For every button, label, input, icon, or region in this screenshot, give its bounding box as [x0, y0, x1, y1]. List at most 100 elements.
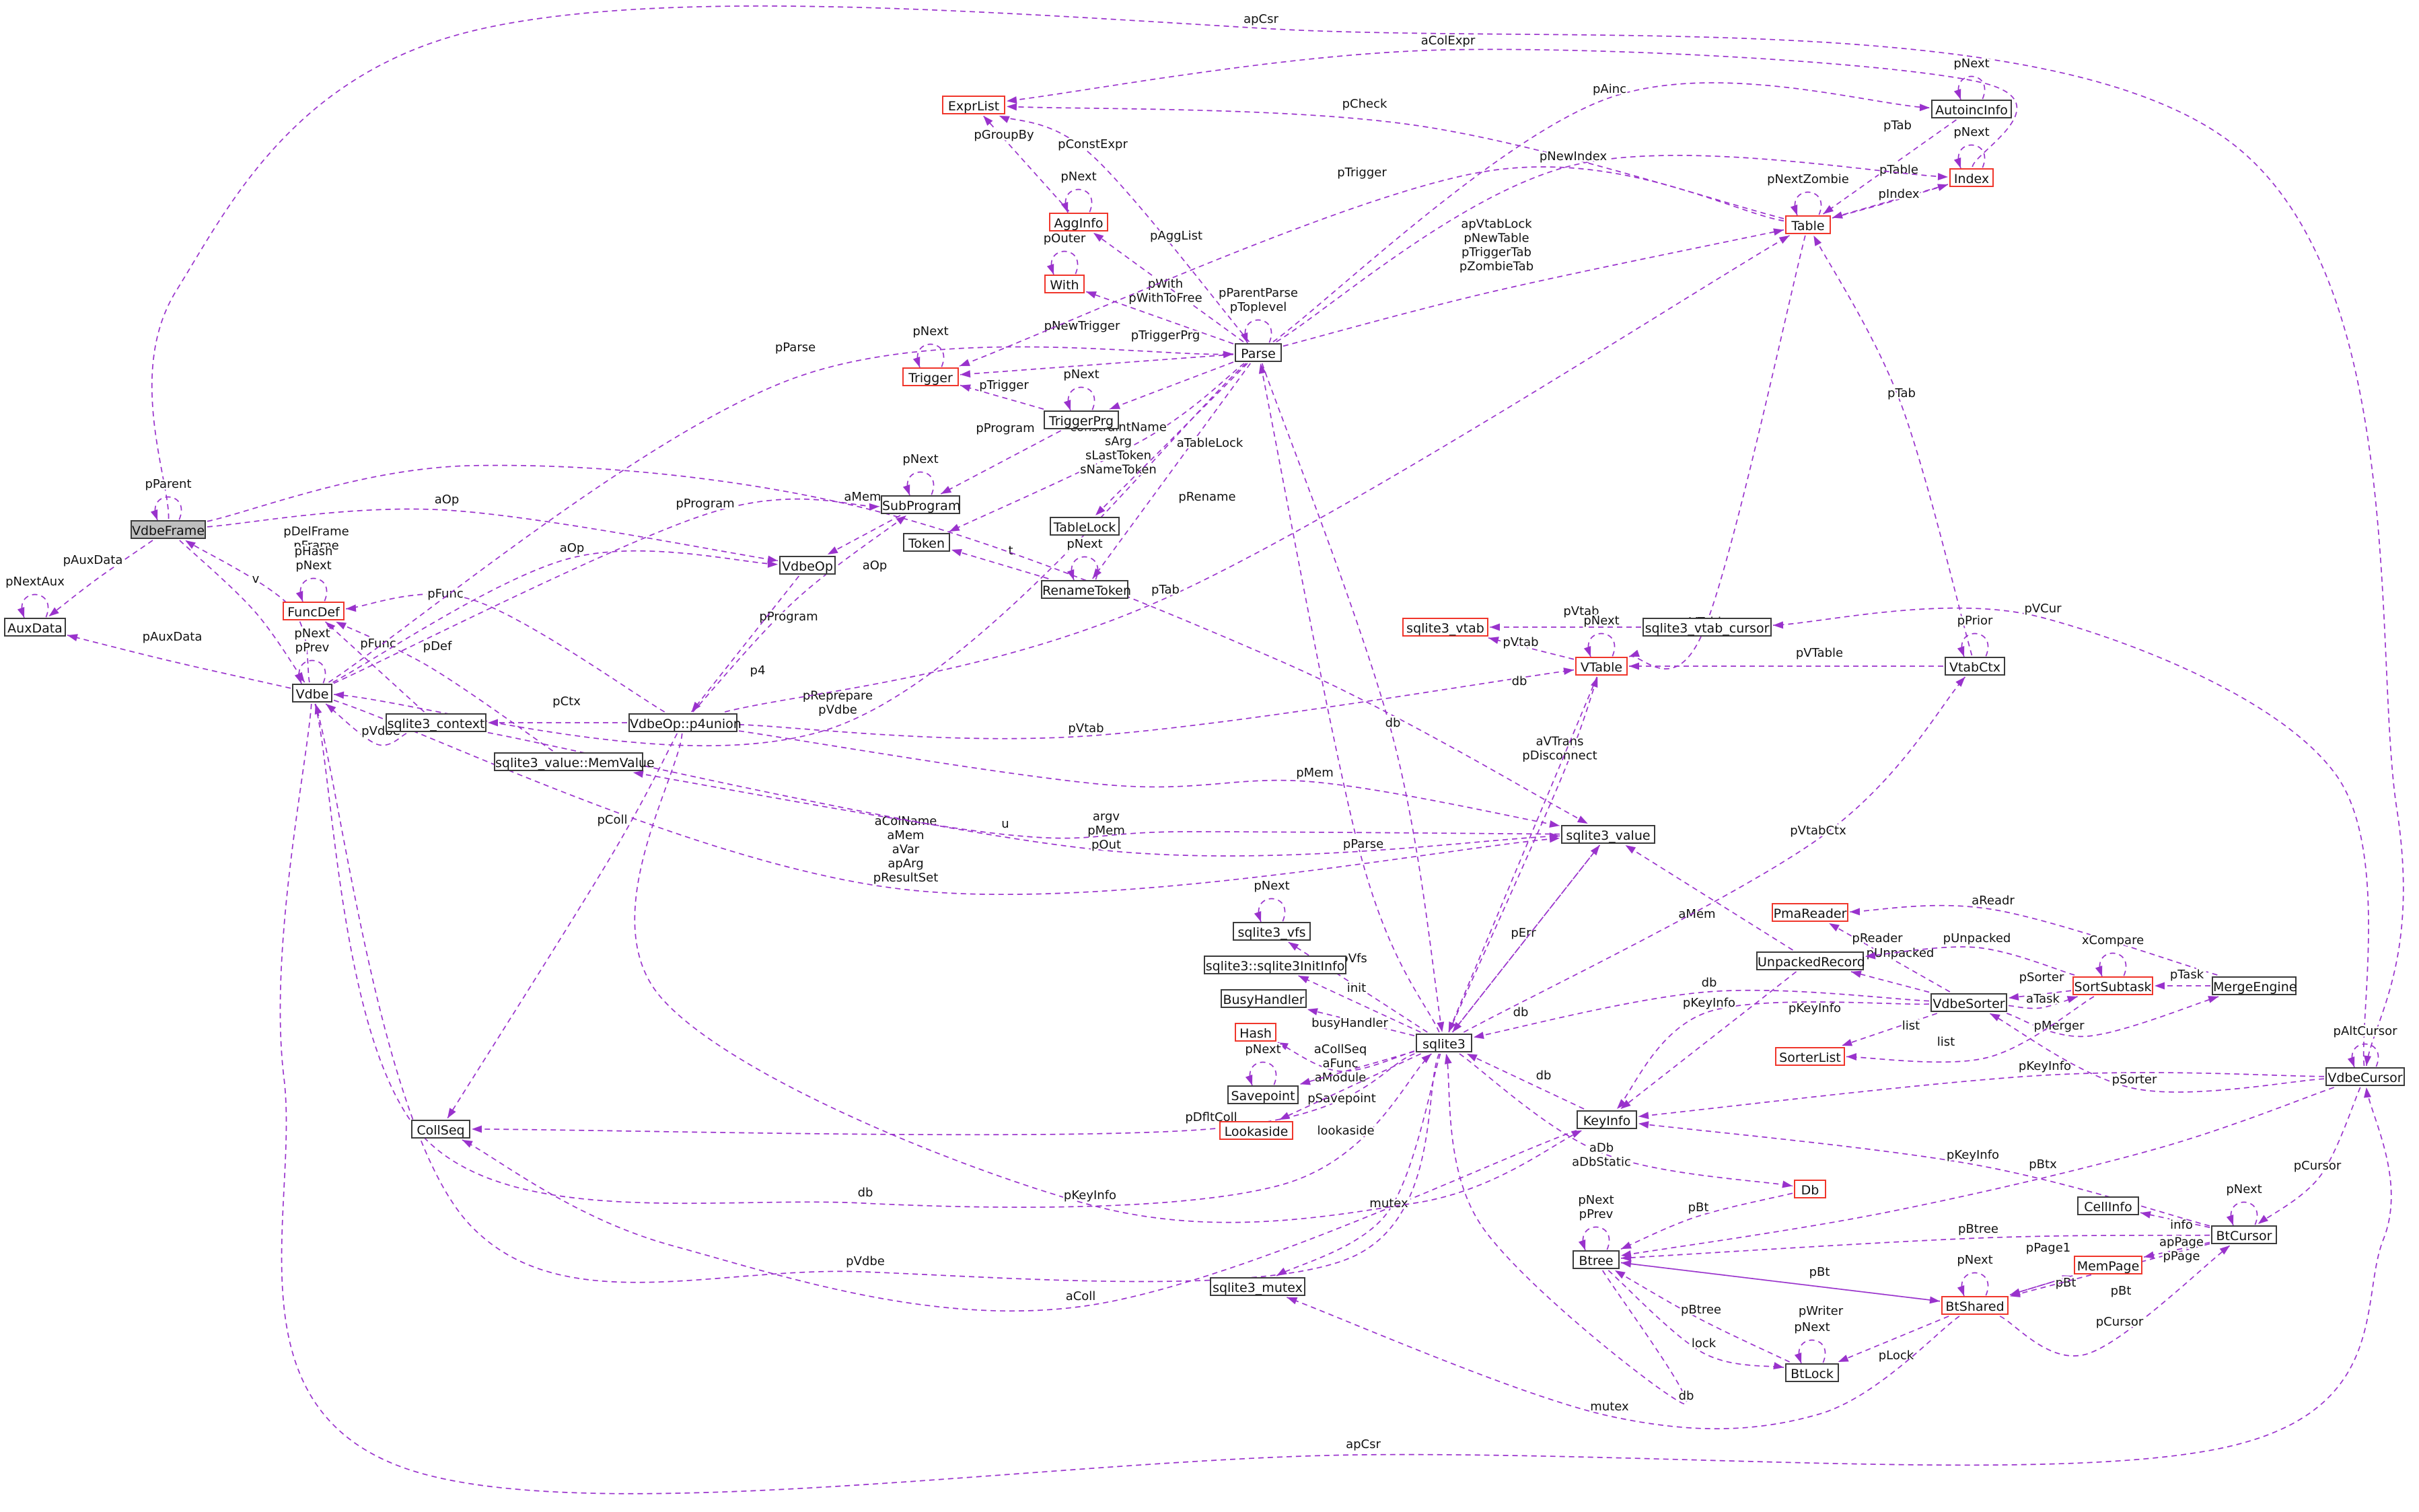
struct-node-MemValue[interactable]: sqlite3_value::MemValue: [494, 752, 655, 771]
edge-KeyInfo-sqlite3-db-label: db: [1536, 1069, 1552, 1083]
struct-node-Parse[interactable]: Parse: [1235, 343, 1282, 362]
struct-node-ExprList[interactable]: ExprList: [942, 96, 1005, 114]
struct-node-sqlite3_value[interactable]: sqlite3_value: [1561, 825, 1655, 844]
edge-VdbeCursor-Btree-pBtx-arrowhead: [1621, 1250, 1632, 1258]
edge-sqlite3-InitInfo-init: [1298, 975, 1421, 1033]
edge-VdbeSorter-SorterList-list: [1841, 1013, 1938, 1046]
struct-node-sqlite3_vfs[interactable]: sqlite3_vfs: [1233, 922, 1311, 941]
edge-BtShared-BtLock-pLock: [1838, 1316, 1949, 1363]
struct-node-RenameToken[interactable]: RenameToken: [1041, 580, 1131, 599]
selfloop-Savepoint: [1249, 1061, 1277, 1086]
struct-node-UnpackedRecord[interactable]: UnpackedRecord: [1756, 951, 1865, 970]
edge-sqlite3-Savepoint-pSavepoint: [1299, 1050, 1415, 1085]
edge-VdbeCursor-vtab_cursor-pVCur-arrowhead: [1773, 621, 1784, 629]
edge-VdbeFrame-VdbeCursor-apCsr: [151, 5, 2404, 1067]
edge-p4union-sqlite3_value-pMem-label: pMem: [1296, 766, 1334, 780]
edge-Btree-BtLock-lock: [1608, 1270, 1784, 1369]
edge-VtabCtx-VTable-pVTable-label: pVTable: [1796, 646, 1843, 660]
selfloop-AggInfo: [1064, 188, 1093, 213]
selfloop-Trigger-label: pNext: [912, 324, 948, 338]
struct-node-sqlite3_context[interactable]: sqlite3_context: [386, 713, 486, 732]
selfloop-AutoincInfo-arrowhead: [1953, 89, 1961, 100]
struct-node-SortSubtask[interactable]: SortSubtask: [2072, 976, 2153, 995]
edge-VdbeSorter-SorterList-list-arrowhead: [1842, 1038, 1853, 1046]
struct-node-TriggerPrg[interactable]: TriggerPrg: [1044, 410, 1119, 429]
struct-node-InitInfo[interactable]: sqlite3::sqlite3InitInfo: [1204, 956, 1346, 974]
struct-node-Savepoint[interactable]: Savepoint: [1227, 1085, 1299, 1104]
struct-node-VtabCtx[interactable]: VtabCtx: [1945, 657, 2005, 676]
edge-VtabCtx-Table-pTab-label: pTab: [1887, 386, 1916, 400]
struct-node-Table[interactable]: Table: [1785, 215, 1831, 234]
edge-KeyInfo-CollSeq-aColl: [462, 1130, 1577, 1312]
edge-BtCursor-KeyInfo-pKeyInfo-arrowhead: [1638, 1121, 1649, 1128]
edge-Vdbe-VdbeOp-aOp: [332, 550, 779, 683]
struct-node-KeyInfo[interactable]: KeyInfo: [1577, 1110, 1637, 1129]
edge-BtShared-sqlite3_mutex-mutex-arrowhead: [1287, 1297, 1298, 1305]
edge-Parse-Token-constraintName: [949, 363, 1245, 532]
selfloop-BtLock-arrowhead: [1794, 1353, 1802, 1363]
struct-node-VdbeCursor[interactable]: VdbeCursor: [2325, 1067, 2405, 1086]
edge-Parse-Token-constraintName-arrowhead: [949, 524, 960, 532]
edge-VdbeFrame-AuxData-pAuxData: [48, 540, 153, 617]
struct-node-VTable[interactable]: VTable: [1575, 657, 1628, 676]
struct-node-sqlite3_vtab[interactable]: sqlite3_vtab: [1402, 618, 1488, 637]
struct-node-BusyHandler[interactable]: BusyHandler: [1221, 989, 1307, 1008]
edge-Parse-TableLock-aTableLock-arrowhead: [1095, 505, 1106, 515]
struct-node-SorterList[interactable]: SorterList: [1775, 1047, 1845, 1066]
struct-node-Index[interactable]: Index: [1949, 168, 1994, 187]
selfloop-Trigger: [916, 343, 945, 368]
selfloop-VTable: [1587, 633, 1616, 657]
struct-node-Lookaside[interactable]: Lookaside: [1219, 1121, 1293, 1140]
struct-node-AutoincInfo[interactable]: AutoincInfo: [1931, 100, 2012, 118]
selfloop-VdbeCursor-arrowhead: [2347, 1056, 2355, 1067]
edge-Index-Table-pTable: [1832, 184, 1949, 219]
edge-VdbeFrame-Vdbe-v: [179, 540, 305, 683]
edge-VdbeCursor-Btree-pBtx-label: pBtx: [2029, 1157, 2057, 1172]
struct-node-With[interactable]: With: [1044, 275, 1085, 293]
struct-node-BtLock[interactable]: BtLock: [1785, 1363, 1839, 1382]
edge-p4union-SubProgram-pProgram-arrowhead: [896, 515, 907, 525]
edge-sqlite3_context-Vdbe-pVdbe: [325, 703, 407, 746]
struct-node-BtCursor[interactable]: BtCursor: [2211, 1225, 2277, 1244]
selfloop-FuncDef: [299, 577, 328, 602]
struct-node-Vdbe[interactable]: Vdbe: [292, 684, 332, 703]
struct-node-VdbeOp[interactable]: VdbeOp: [779, 556, 836, 575]
struct-node-Db[interactable]: Db: [1794, 1180, 1826, 1198]
struct-node-VdbeSorter[interactable]: VdbeSorter: [1930, 993, 2007, 1012]
selfloop-BtShared-label: pNext: [1957, 1253, 1992, 1267]
edge-sqlite3-Lookaside-lookaside-label: lookaside: [1317, 1124, 1374, 1138]
struct-node-SubProgram[interactable]: SubProgram: [881, 495, 960, 514]
edge-sqlite3-CollSeq-pDfltColl-label: pDfltColl: [1185, 1110, 1237, 1124]
struct-node-TableLock[interactable]: TableLock: [1050, 517, 1120, 536]
edge-Table-Index-pIndex-arrowhead: [1937, 184, 1948, 191]
edge-sqlite3-Savepoint-pSavepoint-label: pSavepoint: [1307, 1091, 1376, 1106]
edge-TriggerPrg-SubProgram-pProgram-arrowhead: [941, 486, 952, 494]
edge-BtCursor-MemPage-apPage: [2143, 1241, 2210, 1258]
struct-node-PmaReader[interactable]: PmaReader: [1772, 903, 1848, 922]
struct-node-CollSeq[interactable]: CollSeq: [411, 1120, 470, 1139]
struct-node-CellInfo[interactable]: CellInfo: [2077, 1196, 2139, 1215]
selfloop-AggInfo-arrowhead: [1060, 202, 1069, 213]
struct-node-vtab_cursor[interactable]: sqlite3_vtab_cursor: [1642, 618, 1772, 637]
struct-node-Btree[interactable]: Btree: [1573, 1250, 1620, 1269]
struct-node-MergeEngine[interactable]: MergeEngine: [2212, 976, 2297, 995]
struct-node-VdbeFrame[interactable]: VdbeFrame: [131, 520, 206, 539]
selfloop-BtCursor: [2230, 1201, 2258, 1226]
struct-node-AuxData[interactable]: AuxData: [4, 618, 66, 637]
struct-node-MemPage[interactable]: MemPage: [2074, 1256, 2142, 1274]
edge-BtCursor-MemPage-apPage-arrowhead: [2144, 1251, 2155, 1259]
struct-node-Trigger[interactable]: Trigger: [902, 367, 959, 386]
edge-sqlite3-VtabCtx-pVtabCtx: [1463, 676, 1966, 1033]
struct-node-p4union[interactable]: VdbeOp::p4union: [628, 713, 742, 732]
struct-node-FuncDef[interactable]: FuncDef: [283, 602, 345, 620]
edge-Parse-Trigger-pNewTrigger-arrowhead: [960, 370, 971, 378]
struct-node-Token[interactable]: Token: [903, 533, 950, 552]
struct-node-sqlite3[interactable]: sqlite3: [1416, 1034, 1472, 1052]
struct-node-AggInfo[interactable]: AggInfo: [1049, 213, 1108, 231]
struct-node-sqlite3_mutex[interactable]: sqlite3_mutex: [1210, 1277, 1305, 1296]
edge-SortSubtask-UnpackedRecord-pUnpacked: [1865, 946, 2075, 976]
struct-node-BtShared[interactable]: BtShared: [1941, 1296, 2009, 1315]
struct-node-Hash[interactable]: Hash: [1235, 1023, 1276, 1042]
